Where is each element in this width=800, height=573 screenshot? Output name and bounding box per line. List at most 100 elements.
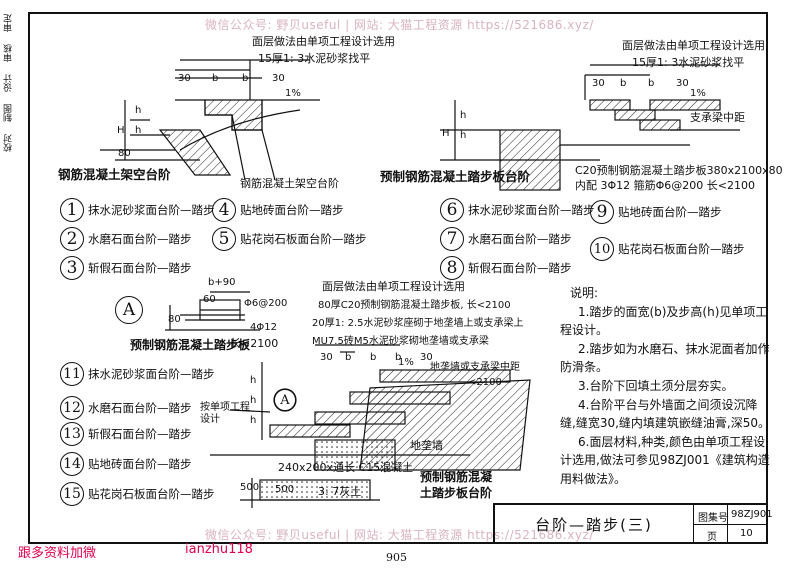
item-number: 10 bbox=[590, 237, 614, 261]
section-circle: A bbox=[274, 389, 296, 411]
item-number: 3 bbox=[60, 256, 84, 280]
item-label: 贴花岗石板面台阶—踏步 bbox=[240, 232, 367, 246]
footer-right-text: ianzhu118 bbox=[185, 542, 253, 557]
heading-bottom-mid: 预制钢筋混凝土踏步板台阶 bbox=[420, 470, 493, 500]
item-label: 抹水泥砂浆面台阶—踏步 bbox=[468, 203, 595, 217]
dim-label: h bbox=[250, 415, 257, 426]
dim-label: 500 bbox=[240, 482, 260, 493]
drawing-title: 台阶—踏步(三) bbox=[495, 505, 694, 544]
list-item: 8 斩假石面台阶—踏步 bbox=[440, 256, 572, 280]
note-lime: 3: 7灰土 bbox=[318, 485, 362, 498]
item-label: 斩假石面台阶—踏步 bbox=[88, 261, 192, 275]
item-number: 15 bbox=[60, 482, 84, 506]
list-item: 5 贴花岗石板面台阶—踏步 bbox=[212, 227, 367, 251]
notes-title: 说明: bbox=[570, 286, 599, 300]
section-a-detail bbox=[165, 291, 260, 331]
list-item: 14 贴地砖面台阶—踏步 bbox=[60, 452, 192, 476]
item-number: 6 bbox=[440, 198, 464, 222]
section-a-length: 长<2100 bbox=[230, 337, 279, 350]
list-item: 15 贴花岗石板面台阶—踏步 bbox=[60, 482, 215, 506]
list-item: 12 水磨石面台阶—踏步 bbox=[60, 396, 192, 420]
rebar-label: Φ6@200 bbox=[244, 298, 288, 309]
footer-left-text: 跟多资料加微 bbox=[18, 546, 97, 561]
item-number: 2 bbox=[60, 227, 84, 251]
page-number-footer: 905 bbox=[386, 551, 407, 564]
note-c20-tr: C20预制钢筋混凝土踏步板380x2100x80 bbox=[575, 164, 783, 177]
dim-label: 60 bbox=[203, 294, 216, 305]
note-base: 240x200x通长 C15混凝土 bbox=[278, 461, 414, 474]
note-beam-bm: 地垄墙或支承梁中距 bbox=[430, 362, 520, 373]
list-item: 10 贴花岗石板面台阶—踏步 bbox=[590, 237, 745, 261]
heading-section-a: 预制钢筋混凝土踏步板 bbox=[130, 338, 251, 352]
heading-top-right: 预制钢筋混凝土踏步板台阶 bbox=[380, 169, 531, 184]
dim-label: 1% bbox=[285, 88, 301, 99]
dim-label: b bbox=[345, 352, 352, 363]
section-a-callout: A bbox=[274, 389, 296, 411]
item-label: 贴地砖面台阶—踏步 bbox=[618, 205, 722, 219]
dim-label: 500 bbox=[275, 484, 295, 495]
note-joist-tl: 钢筋混凝土架空台阶 bbox=[240, 177, 339, 190]
dim-label: 1% bbox=[398, 357, 414, 368]
list-item: 4 贴地砖面台阶—踏步 bbox=[212, 198, 344, 222]
item-label: 贴花岗石板面台阶—踏步 bbox=[618, 242, 745, 256]
item-number: 14 bbox=[60, 452, 84, 476]
watermark-top: 微信公众号: 野贝useful | 网站: 大猫工程资源 https://521… bbox=[205, 18, 594, 32]
item-label: 贴花岗石板面台阶—踏步 bbox=[88, 487, 215, 501]
dim-label: h bbox=[250, 395, 257, 406]
dim-label: 30 bbox=[420, 352, 433, 363]
dim-label: h bbox=[135, 105, 142, 116]
dim-label: 30 bbox=[320, 352, 333, 363]
atlas-label: 图集号 bbox=[698, 513, 728, 524]
note-line: 4.台阶平台与外墙面之间须设沉降缝,缝宽30,缝内填建筑嵌缝油膏,深50。 bbox=[560, 397, 770, 431]
dim-label: b bbox=[648, 78, 655, 89]
dim-label: 1% bbox=[690, 88, 706, 99]
page-label: 页 bbox=[707, 532, 717, 543]
dim-label: h bbox=[250, 375, 257, 386]
dim-label: h bbox=[135, 125, 142, 136]
dim-label: b bbox=[395, 352, 402, 363]
note-beam-tr: 支承梁中距 bbox=[690, 111, 745, 124]
note-surface-bm: 面层做法由单项工程设计选用 bbox=[322, 280, 465, 293]
dim-label: h bbox=[460, 110, 467, 121]
dim-label: b bbox=[242, 73, 249, 84]
note-line: 3.台阶下回填土须分层夯实。 bbox=[578, 378, 734, 393]
item-number: 13 bbox=[60, 422, 84, 446]
item-label: 贴地砖面台阶—踏步 bbox=[240, 203, 344, 217]
dim-label: H bbox=[442, 128, 450, 139]
page-number: 10 bbox=[740, 528, 753, 539]
note-20: 20厚1: 2.5水泥砂浆座砌于地垄墙上或支承梁上 bbox=[312, 318, 524, 329]
dim-label: 30 bbox=[592, 78, 605, 89]
heading-top-left: 钢筋混凝土架空台阶 bbox=[58, 167, 171, 182]
item-number: 7 bbox=[440, 227, 464, 251]
dim-label: b+90 bbox=[208, 277, 236, 288]
note-surface-tl: 面层做法由单项工程设计选用 bbox=[252, 35, 395, 48]
dim-label: b bbox=[620, 78, 627, 89]
dim-label: b bbox=[212, 73, 219, 84]
bottom-stair-detail bbox=[210, 344, 531, 508]
note-mortar-tr: 15厚1: 3水泥砂浆找平 bbox=[632, 56, 745, 69]
notes-block: 说明: 1.踏步的面宽(b)及步高(h)见单项工程设计。 2.踏步如为水磨石、抹… bbox=[560, 284, 770, 489]
item-number: 1 bbox=[60, 198, 84, 222]
drawing-frame bbox=[28, 12, 768, 544]
item-label: 水磨石面台阶—踏步 bbox=[88, 401, 192, 415]
item-number: 4 bbox=[212, 198, 236, 222]
note-rebar-tr: 内配 3Φ12 箍筋Φ6@200 长<2100 bbox=[575, 179, 756, 192]
list-item: 2 水磨石面台阶—踏步 bbox=[60, 227, 192, 251]
dim-label: 30 bbox=[676, 78, 689, 89]
section-circle: A bbox=[115, 296, 143, 324]
item-number: 5 bbox=[212, 227, 236, 251]
dim-label: 30 bbox=[178, 73, 191, 84]
note-80: 80厚C20预制钢筋混凝土踏步板, 长<2100 bbox=[318, 300, 511, 311]
dim-label: H bbox=[117, 125, 125, 136]
item-number: 8 bbox=[440, 256, 464, 280]
list-item: 3 斩假石面台阶—踏步 bbox=[60, 256, 192, 280]
note-line: 1.踏步的面宽(b)及步高(h)见单项工程设计。 bbox=[560, 304, 768, 338]
item-label: 贴地砖面台阶—踏步 bbox=[88, 457, 192, 471]
note-wall: 地垄墙 bbox=[410, 439, 443, 452]
dim-label: 80 bbox=[118, 148, 131, 159]
note-surface-tr: 面层做法由单项工程设计选用 bbox=[622, 39, 765, 52]
dim-label: h bbox=[460, 130, 467, 141]
item-number: 9 bbox=[590, 200, 614, 224]
atlas-number: 98ZJ901 bbox=[731, 509, 773, 520]
